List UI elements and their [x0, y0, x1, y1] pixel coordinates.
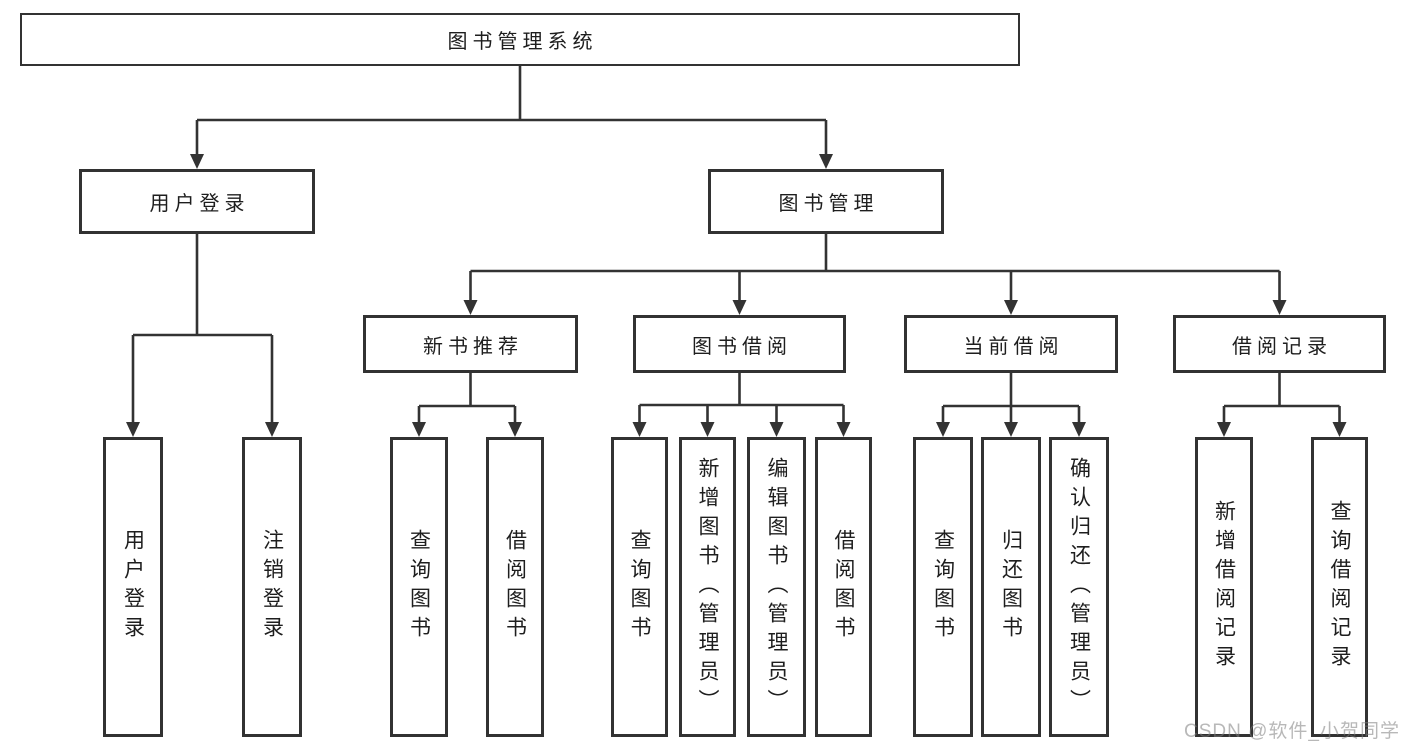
- node-label: 当前借阅: [963, 335, 1064, 358]
- csdn-watermark: CSDN @软件_小贺同学: [1184, 721, 1400, 742]
- arrowhead-icons: [126, 154, 1347, 437]
- node-query-borrow-record: 查询借阅记录: [1311, 437, 1368, 737]
- node-book-management: 图书管理: [708, 169, 944, 234]
- node-borrow-books-recommend: 借阅图书: [486, 437, 544, 737]
- node-user-login: 用户登录: [79, 169, 315, 234]
- node-user-login-action: 用户登录: [103, 437, 163, 737]
- node-query-books-borrowing: 查询图书: [611, 437, 668, 737]
- node-logout: 注销登录: [242, 437, 302, 737]
- node-label: 借阅记录: [1232, 335, 1332, 358]
- node-label: 图书管理系统: [447, 31, 598, 53]
- node-label: 确认归还（管理员）: [1067, 456, 1091, 718]
- node-label: 新增图书（管理员）: [696, 456, 719, 718]
- node-edit-books-admin: 编辑图书（管理员）: [747, 437, 806, 737]
- node-label: 新书推荐: [423, 335, 523, 358]
- node-label: 注销登录: [260, 529, 284, 645]
- node-label: 查询图书: [628, 529, 651, 645]
- node-book-borrowing: 图书借阅: [633, 315, 846, 373]
- node-label: 新增借阅记录: [1212, 500, 1236, 674]
- node-new-book-recommendation: 新书推荐: [363, 315, 578, 373]
- node-label: 归还图书: [999, 529, 1023, 645]
- node-label: 用户登录: [149, 193, 250, 215]
- node-add-books-admin: 新增图书（管理员）: [679, 437, 736, 737]
- node-label: 用户登录: [121, 529, 145, 645]
- node-label: 图书借阅: [692, 335, 792, 358]
- node-add-borrow-record: 新增借阅记录: [1195, 437, 1253, 737]
- node-label: 借阅图书: [503, 529, 527, 645]
- node-label: 图书管理: [778, 193, 879, 215]
- node-query-books-recommend: 查询图书: [390, 437, 448, 737]
- node-label: 编辑图书（管理员）: [765, 456, 788, 718]
- node-library-management-system: 图书管理系统: [20, 13, 1020, 66]
- node-label: 借阅图书: [832, 529, 855, 645]
- node-borrowing-records: 借阅记录: [1173, 315, 1386, 373]
- node-confirm-return-admin: 确认归还（管理员）: [1049, 437, 1109, 737]
- node-borrow-books-borrowing: 借阅图书: [815, 437, 872, 737]
- node-label: 查询图书: [407, 529, 431, 645]
- node-label: 查询图书: [931, 529, 955, 645]
- node-current-borrowing: 当前借阅: [904, 315, 1118, 373]
- connector-segments: [131, 66, 1341, 424]
- node-label: 查询借阅记录: [1328, 500, 1351, 674]
- node-query-books-current: 查询图书: [913, 437, 973, 737]
- node-return-books: 归还图书: [981, 437, 1041, 737]
